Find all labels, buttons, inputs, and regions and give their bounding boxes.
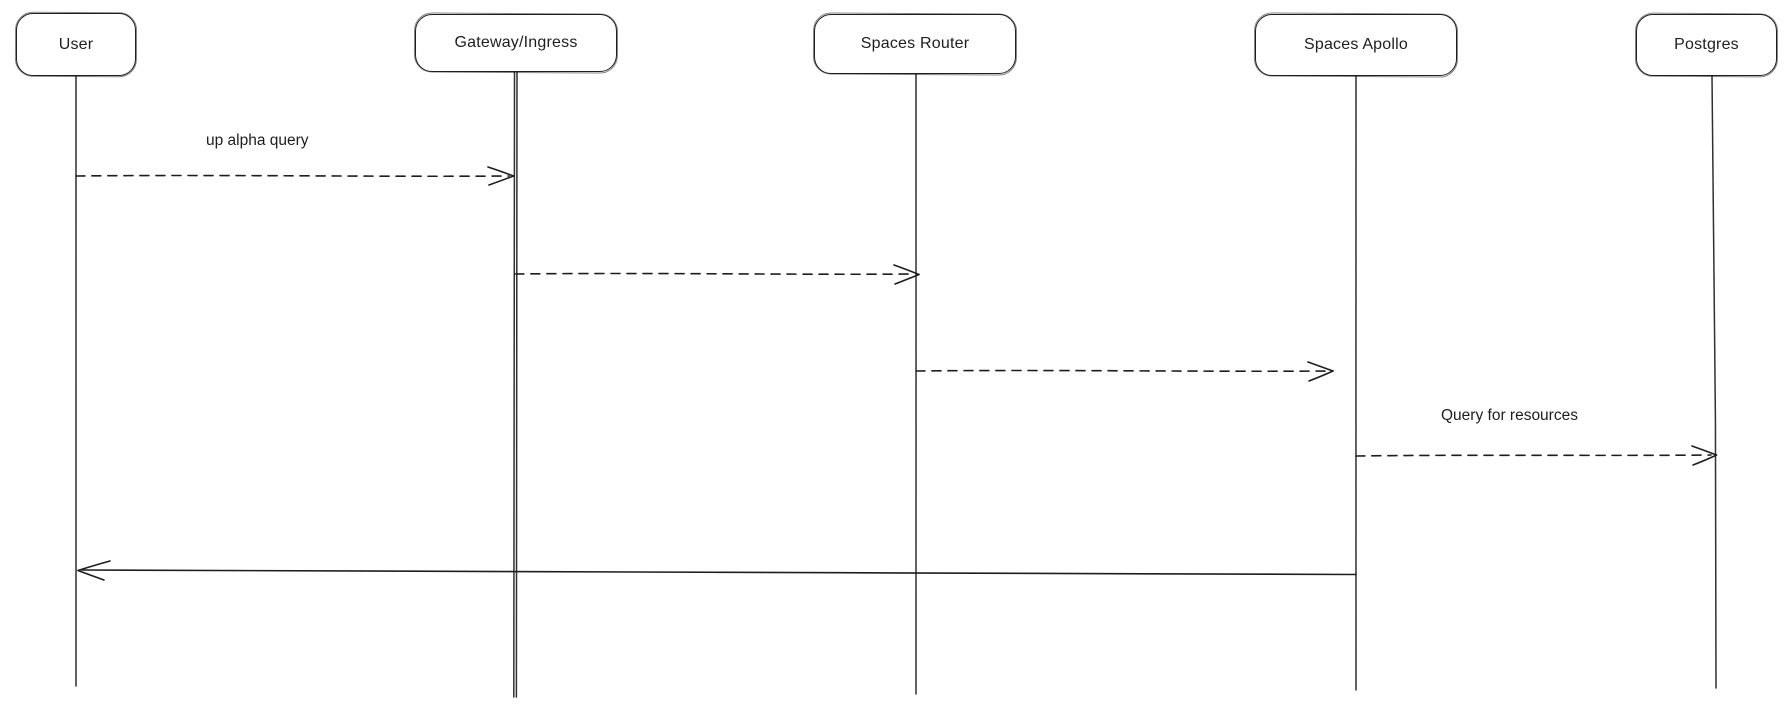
message-arrow-apollo-to-user bbox=[77, 560, 1357, 581]
actor-spaces-router-box: Spaces Router bbox=[814, 14, 1016, 74]
actor-gateway-label: Gateway/Ingress bbox=[454, 34, 578, 51]
lifeline-gateway bbox=[513, 71, 516, 698]
message-label-up-alpha-query: up alpha query bbox=[206, 132, 309, 149]
actor-gateway-box: Gateway/Ingress bbox=[415, 14, 617, 72]
message-arrow-gateway-to-router bbox=[514, 264, 920, 285]
actor-postgres-box: Postgres bbox=[1636, 14, 1777, 76]
lifeline-gateway-double-stroke bbox=[515, 71, 518, 698]
actor-user-label: User bbox=[58, 35, 94, 53]
message-arrow-apollo-to-postgres bbox=[1355, 445, 1718, 466]
message-label-query-for-resources: Query for resources bbox=[1441, 407, 1578, 424]
actor-spaces-apollo-label: Spaces Apollo bbox=[1303, 36, 1408, 53]
actor-postgres-label: Postgres bbox=[1674, 36, 1739, 53]
actor-spaces-router-label: Spaces Router bbox=[860, 35, 970, 52]
message-arrow-user-to-gateway bbox=[75, 166, 515, 186]
lifeline-postgres bbox=[1711, 75, 1717, 689]
message-arrow-router-to-apollo bbox=[915, 361, 1334, 382]
actor-user-box: User bbox=[16, 13, 136, 76]
actor-spaces-apollo-box: Spaces Apollo bbox=[1255, 14, 1457, 76]
